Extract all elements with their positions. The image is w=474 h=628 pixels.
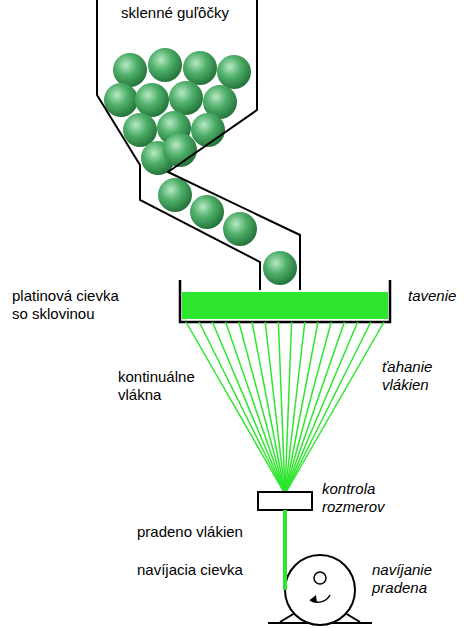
glass-ball	[135, 83, 169, 117]
glass-balls	[104, 48, 297, 285]
process-label: kontrola rozmerov	[322, 480, 402, 516]
part-label: navíjacia cievka	[137, 561, 243, 579]
fiber	[186, 322, 285, 494]
rotation-arrowhead	[310, 595, 317, 603]
glass-ball	[191, 113, 225, 147]
platinum-bushing	[180, 280, 390, 322]
fiber	[285, 322, 371, 494]
glass-ball	[123, 113, 157, 147]
winding-reel	[285, 555, 355, 625]
fiber	[199, 322, 285, 494]
glass-ball	[183, 51, 217, 85]
hopper: sklenné guľôčky	[120, 4, 230, 22]
strand-on-reel	[283, 510, 287, 590]
glass-ball	[263, 251, 297, 285]
fiber	[285, 322, 384, 494]
glass-ball	[113, 53, 147, 87]
molten-glass	[182, 292, 388, 319]
hopper-label: sklenné guľôčky	[120, 4, 230, 22]
fiber	[285, 322, 344, 494]
fiber	[278, 322, 285, 494]
glass-ball	[158, 178, 192, 212]
strand	[283, 510, 287, 590]
part-label: kontinuálne vlákna	[118, 368, 213, 404]
process-label: ťahanie vlákien	[382, 358, 450, 394]
hopper-wall	[97, 0, 260, 290]
glass-ball	[148, 48, 182, 82]
process-label: tavenie	[408, 287, 468, 305]
glass-ball	[163, 133, 197, 167]
fiber	[265, 322, 285, 494]
glass-ball	[104, 83, 138, 117]
glass-ball	[169, 81, 203, 115]
part-label: platinová cievka so sklovinou	[12, 287, 137, 323]
glass-ball	[190, 195, 224, 229]
fiber	[226, 322, 285, 494]
fiber	[239, 322, 285, 494]
process-label: navíjanie pradena	[372, 561, 457, 597]
fibers	[186, 322, 384, 494]
fiber	[212, 322, 285, 494]
glass-ball	[223, 212, 257, 246]
fiber	[285, 322, 318, 494]
fiber	[285, 322, 358, 494]
size-control-box	[258, 492, 312, 510]
reel-axis	[314, 572, 326, 584]
fiber	[285, 322, 331, 494]
fiber	[252, 322, 285, 494]
glass-ball	[217, 55, 251, 89]
hopper-wall	[168, 0, 300, 290]
part-label: pradeno vlákien	[137, 523, 243, 541]
rotation-arrow	[310, 595, 330, 602]
